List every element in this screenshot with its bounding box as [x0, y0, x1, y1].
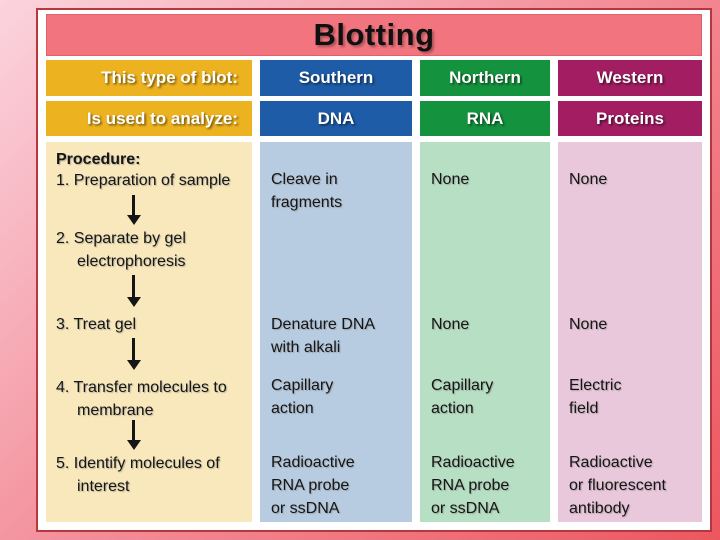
- analyte-cell-rna: RNA: [420, 101, 550, 136]
- northern-step1-cell: None: [431, 171, 470, 188]
- northern-column: None None Capillary action Radioactive R…: [420, 142, 550, 522]
- western-step1-cell: None: [569, 171, 608, 188]
- down-arrow-icon: [132, 195, 135, 215]
- down-arrow-icon: [132, 275, 135, 297]
- western-column: None None Electric field Radioactive or …: [558, 142, 702, 522]
- southern-step3-cell: Denature DNA with alkali: [271, 316, 376, 356]
- procedure-step-2: 2. Separate by gel electrophoresis: [56, 230, 186, 270]
- header-cell-western: Western: [558, 60, 702, 96]
- western-step5-cell: Radioactive or fluorescent antibody: [569, 454, 666, 517]
- procedure-heading: Procedure:: [56, 151, 141, 168]
- southern-step1-cell: Cleave in fragments: [271, 171, 343, 211]
- down-arrow-icon: [132, 338, 135, 360]
- western-step3-cell: None: [569, 316, 608, 333]
- analyte-row: Is used to analyze: DNA RNA Proteins: [46, 101, 702, 136]
- title-bar: Blotting: [46, 14, 702, 56]
- northern-step3-cell: None: [431, 316, 470, 333]
- table-body: Procedure: 1. Preparation of sample 2. S…: [46, 142, 702, 522]
- southern-step4-cell: Capillary action: [271, 377, 334, 417]
- header-cell-northern: Northern: [420, 60, 550, 96]
- header-cell-southern: Southern: [260, 60, 412, 96]
- blotting-table-panel: Blotting This type of blot: Southern Nor…: [36, 8, 712, 532]
- down-arrow-icon: [132, 420, 135, 440]
- analyte-cell-proteins: Proteins: [558, 101, 702, 136]
- analyte-cell-dna: DNA: [260, 101, 412, 136]
- procedure-step-3: 3. Treat gel: [56, 316, 137, 333]
- blot-type-label: This type of blot:: [46, 60, 252, 96]
- analyte-label: Is used to analyze:: [46, 101, 252, 136]
- northern-step4-cell: Capillary action: [431, 377, 494, 417]
- southern-column: Cleave in fragments Denature DNA with al…: [260, 142, 412, 522]
- procedure-step-4: 4. Transfer molecules to membrane: [56, 379, 227, 419]
- procedure-step-5: 5. Identify molecules of interest: [56, 455, 220, 495]
- western-step4-cell: Electric field: [569, 377, 622, 417]
- procedure-step-1: 1. Preparation of sample: [56, 172, 231, 189]
- page-title: Blotting: [313, 17, 435, 52]
- blot-type-row: This type of blot: Southern Northern Wes…: [46, 60, 702, 96]
- southern-step5-cell: Radioactive RNA probe or ssDNA: [271, 454, 355, 517]
- northern-step5-cell: Radioactive RNA probe or ssDNA: [431, 454, 515, 517]
- procedure-column: Procedure: 1. Preparation of sample 2. S…: [46, 142, 252, 522]
